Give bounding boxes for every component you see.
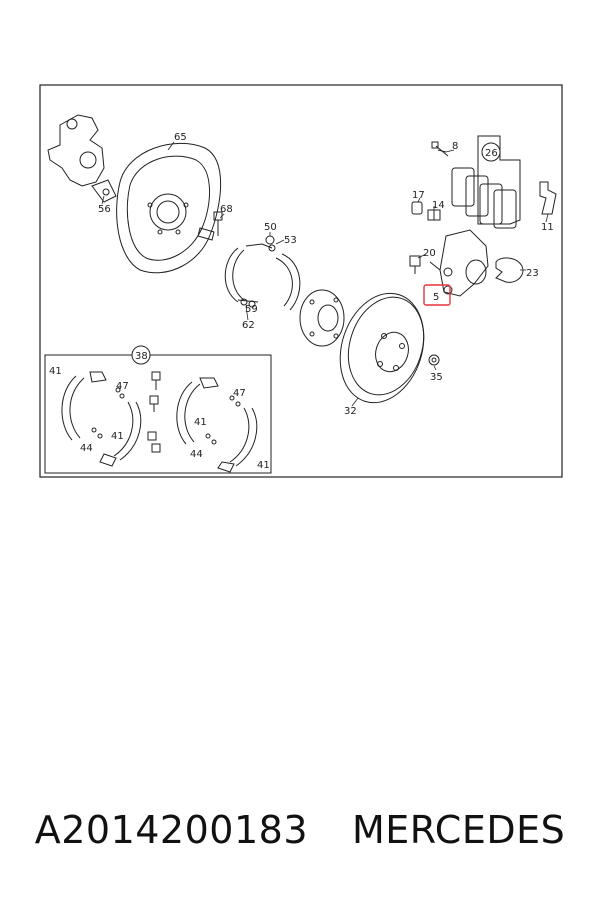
label-kit-41-a: 41 [49, 366, 62, 377]
label-kit-47-b: 47 [233, 388, 246, 399]
leader-lines [101, 141, 549, 407]
label-59: 59 [245, 304, 258, 315]
bolt-8 [431, 141, 449, 157]
brake-disc [339, 292, 425, 404]
part-caption: A2014200183 MERCEDES [0, 800, 600, 860]
guide-bolt-14 [427, 209, 441, 221]
bolt-68 [213, 211, 223, 236]
label-23: 23 [526, 268, 539, 279]
label-14: 14 [432, 200, 445, 211]
label-kit-41-b: 41 [111, 431, 124, 442]
brake-pad-set [451, 135, 521, 229]
wheel-hub [299, 289, 345, 347]
diagram-frame [39, 84, 563, 478]
callout-circle-26 [481, 142, 501, 162]
label-26: 26 [485, 148, 498, 159]
kit-bolts [147, 371, 161, 453]
label-65: 65 [174, 132, 187, 143]
guide-sleeve-17 [411, 201, 423, 215]
label-32: 32 [344, 406, 357, 417]
kit-shoes-left [61, 371, 142, 467]
label-68: 68 [220, 204, 233, 215]
label-kit-41-c: 41 [194, 417, 207, 428]
label-kit-47-a: 47 [116, 381, 129, 392]
label-5: 5 [433, 292, 439, 303]
brake-caliper [429, 229, 489, 297]
parking-brake-shoes [224, 235, 301, 311]
label-38: 38 [135, 351, 148, 362]
label-20: 20 [423, 248, 436, 259]
caliper-holder-23 [495, 257, 524, 283]
pad-spring-clip [539, 181, 557, 215]
kit-shoes-right [176, 377, 258, 473]
steering-knuckle [47, 114, 117, 203]
callout-circle-38 [131, 345, 151, 365]
label-kit-41-d: 41 [257, 460, 270, 471]
label-35: 35 [430, 372, 443, 383]
label-11: 11 [541, 222, 554, 233]
highlight-part-5 [423, 284, 451, 306]
label-kit-44-a: 44 [80, 443, 93, 454]
label-50: 50 [264, 222, 277, 233]
part-number: A2014200183 [34, 808, 308, 852]
brand-name: MERCEDES [352, 808, 566, 852]
label-17: 17 [412, 190, 425, 201]
bolt-35 [428, 354, 440, 366]
backing-plate [116, 142, 222, 274]
label-53: 53 [284, 235, 297, 246]
brake-shoe-kit-box [44, 354, 272, 474]
bolt-20 [409, 255, 421, 274]
label-62: 62 [242, 320, 255, 331]
label-8: 8 [452, 141, 458, 152]
label-kit-44-b: 44 [190, 449, 203, 460]
label-56: 56 [98, 204, 111, 215]
